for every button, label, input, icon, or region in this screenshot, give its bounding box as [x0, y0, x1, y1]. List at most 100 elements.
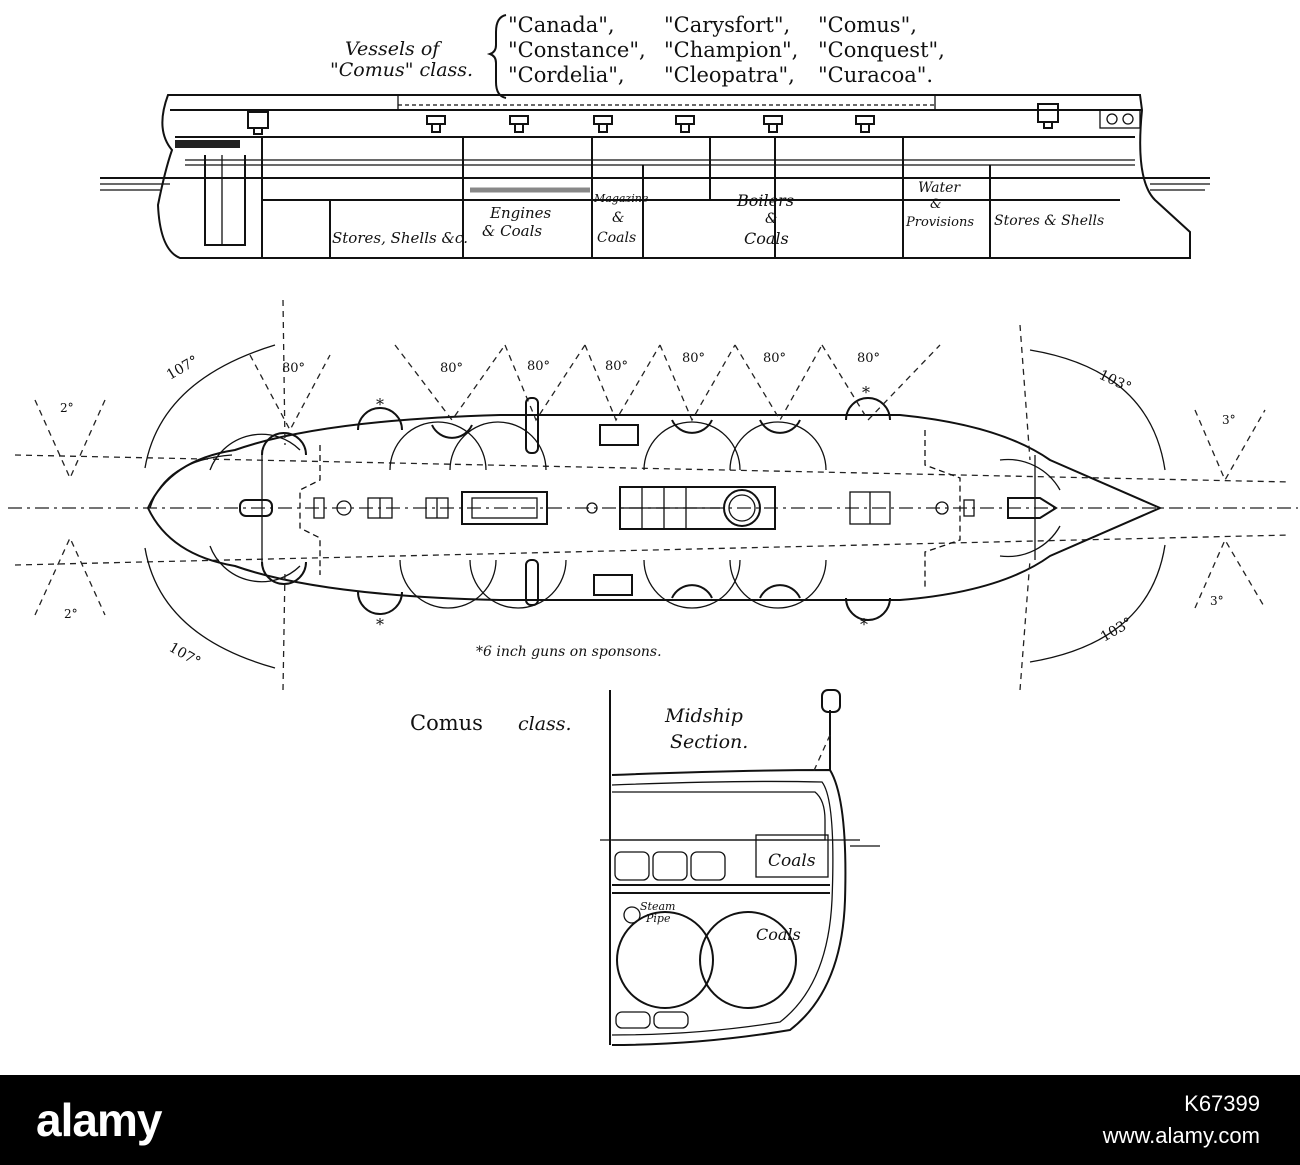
sponsons-bottom — [261, 561, 891, 621]
ship-name: "Cordelia", — [508, 63, 625, 87]
rudder-post — [204, 155, 246, 246]
storage-bin — [652, 851, 688, 881]
training-arc — [999, 458, 1061, 491]
quick-firing-gun-icon — [593, 574, 633, 596]
double-bottom-cell — [615, 1011, 651, 1029]
capstan-icon — [935, 501, 949, 515]
training-arc — [729, 421, 827, 471]
coals-label-upper: Coals — [768, 851, 816, 871]
gun-port-icon — [247, 111, 269, 135]
ship-name: "Constance", — [508, 38, 646, 62]
training-arc — [643, 421, 741, 471]
arc-limit-line — [282, 569, 286, 691]
coals-label-lower: Coals — [756, 925, 801, 944]
steam-pipe-label: Steam — [640, 900, 675, 913]
funnel-inner — [728, 494, 756, 522]
arc-limit-line — [1019, 559, 1031, 691]
hull-outline — [156, 94, 1191, 259]
training-arc — [729, 559, 827, 609]
sponson — [671, 584, 713, 599]
compartment-label-boilers: & — [765, 211, 777, 227]
stern-arc-bottom — [144, 547, 276, 669]
compartment-label-magazine: Coals — [597, 230, 636, 246]
training-arc — [643, 559, 741, 609]
side-profile: Stores, Shells &c. Engines & Coals Magaz… — [100, 94, 1210, 259]
deck-outline — [146, 414, 1163, 601]
stern-small-field — [34, 536, 106, 616]
midship-section: Comus class. Midship Section. Coals Stea… — [410, 689, 880, 1046]
class-label-name: Comus — [410, 711, 483, 735]
scuttle-frame — [1099, 109, 1141, 129]
sponson — [431, 424, 473, 439]
end-fire-fields — [34, 299, 1266, 691]
gun-port-icon — [1037, 103, 1059, 129]
gun-port-icon — [855, 115, 875, 133]
double-bottom-cell — [653, 1011, 689, 1029]
ship-name: "Canada", — [508, 13, 615, 37]
compartment-label-water: Provisions — [905, 215, 974, 230]
upper-deck-space — [612, 791, 826, 841]
coal-bunker-upper — [755, 834, 829, 878]
funnel-icon — [723, 489, 761, 527]
sponson — [759, 584, 801, 599]
bow-small-field — [1194, 409, 1266, 482]
sponson — [357, 591, 403, 615]
profile-gun-ports — [247, 103, 1141, 135]
compartment-label-magazine: & — [612, 210, 624, 226]
section-title: Section. — [670, 731, 748, 753]
broadside-field — [734, 344, 823, 422]
steam-pipe-label: Pipe — [645, 912, 671, 925]
arc-label-broadside: 80° — [440, 361, 463, 376]
stern-arc-top — [144, 344, 276, 469]
sponson-marker: * — [860, 615, 868, 634]
arc-label-bow-bottom: 103° — [1098, 615, 1135, 646]
section-hull-inner — [611, 780, 834, 1036]
broadside-field — [821, 344, 941, 422]
training-arc — [469, 559, 567, 609]
forecastle-break — [924, 430, 961, 590]
gun-training-arcs — [209, 421, 1061, 609]
gun-port-icon — [675, 115, 695, 133]
bow-gun-icon — [1007, 497, 1058, 519]
beam-gun-icon — [525, 397, 539, 454]
site-url: www.alamy.com — [1102, 1123, 1260, 1148]
stern-gallery — [175, 140, 240, 148]
compartment-label-water: & — [930, 197, 942, 212]
sponson-marker: * — [376, 615, 384, 634]
drawing-canvas: Vessels of "Comus" class. "Canada", "Car… — [8, 13, 1298, 1046]
bow-arc-top — [1029, 349, 1166, 471]
sponson — [357, 407, 403, 431]
arc-limit-line — [282, 299, 286, 446]
compartment-label-water: Water — [918, 180, 961, 196]
ship-name-list: "Canada", "Carysfort", "Comus", "Constan… — [508, 13, 945, 87]
davit-line — [811, 734, 831, 776]
arc-label-small: 2° — [60, 401, 74, 415]
sponsons-top — [261, 397, 891, 456]
compartment-label-engines: & Coals — [482, 222, 542, 240]
arc-label-broadside: 80° — [763, 351, 786, 366]
compartment-label-boilers: Coals — [744, 229, 789, 248]
boiler-icon — [699, 911, 797, 1009]
engine-room-casing — [461, 491, 548, 525]
broadside-field — [584, 344, 661, 422]
compartment-label-boilers: Boilers — [736, 191, 794, 210]
capstan-icon — [336, 500, 352, 516]
arc-label-stern-top: 107° — [164, 353, 201, 384]
steam-pipe-icon — [623, 906, 641, 924]
broadside-fields — [249, 344, 941, 432]
sponson-marker: * — [376, 395, 384, 414]
arc-label-broadside: 80° — [682, 351, 705, 366]
stern-boat — [239, 499, 273, 517]
training-arc — [399, 559, 497, 609]
gun-port-icon — [509, 115, 529, 133]
ship-name: "Cleopatra", — [664, 63, 795, 87]
image-reference: K67399 www.alamy.com — [1103, 1091, 1260, 1149]
ventilator-icon — [586, 502, 598, 514]
storage-bin — [614, 851, 650, 881]
storage-bin — [690, 851, 726, 881]
brand-logo: alamy — [36, 1094, 162, 1146]
training-arc — [999, 525, 1061, 558]
scuttle-icon — [1122, 113, 1134, 125]
engine-skylight — [471, 497, 538, 519]
sight-line — [14, 534, 1291, 566]
